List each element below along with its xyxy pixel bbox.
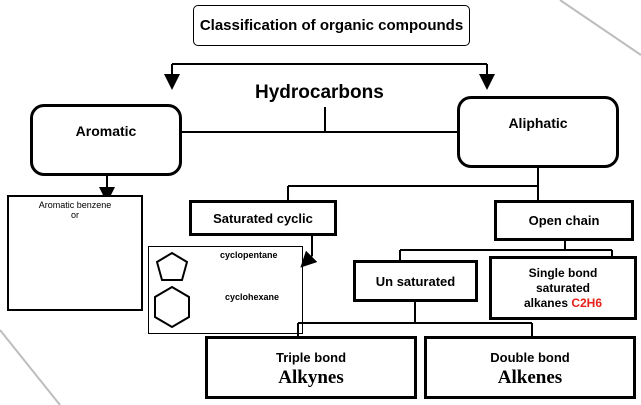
aliphatic-box: Aliphatic (457, 96, 619, 168)
single-bond-line2: saturated (535, 280, 590, 295)
alkenes-box: Double bond Alkenes (424, 336, 636, 399)
aromatic-benzene-label: Aromatic benzene (38, 200, 112, 210)
open-chain-box: Open chain (494, 200, 634, 241)
corner-decoration-top-right (559, 0, 641, 56)
double-bond-label: Double bond (490, 349, 570, 365)
saturated-cyclic-box: Saturated cyclic (189, 200, 337, 236)
hydrocarbons-label: Hydrocarbons (255, 82, 384, 103)
title-text: Classification of organic compounds (199, 17, 464, 34)
title-box: Classification of organic compounds (193, 5, 470, 46)
corner-decoration-bottom-left (0, 329, 61, 405)
aromatic-benzene-box: Aromatic benzene or (7, 195, 143, 311)
single-bond-box: Single bond saturated alkanes C2H6 (489, 256, 637, 320)
open-chain-label: Open chain (528, 213, 600, 228)
aliphatic-label: Aliphatic (508, 115, 568, 131)
triple-bond-label: Triple bond (275, 349, 347, 365)
single-bond-line1: Single bond (528, 265, 598, 280)
cyclopentane-label: cyclopentane (220, 250, 278, 260)
alkynes-box: Triple bond Alkynes (205, 336, 417, 399)
ethane-formula: C2H6 (571, 295, 603, 310)
cyclopentane-structure (155, 251, 189, 281)
aromatic-box: Aromatic (30, 104, 182, 176)
aromatic-benzene-or: or (70, 210, 79, 220)
single-bond-line3: alkanes (523, 295, 568, 310)
unsaturated-label: Un saturated (375, 273, 456, 289)
saturated-cyclic-label: Saturated cyclic (213, 210, 313, 226)
cycloalkanes-box (148, 246, 303, 334)
unsaturated-box: Un saturated (353, 260, 478, 302)
alkynes-label: Alkynes (278, 366, 344, 388)
aromatic-label: Aromatic (75, 123, 137, 139)
cyclohexane-structure (154, 285, 190, 329)
cyclohexane-label: cyclohexane (225, 292, 280, 302)
alkenes-label: Alkenes (497, 366, 563, 388)
